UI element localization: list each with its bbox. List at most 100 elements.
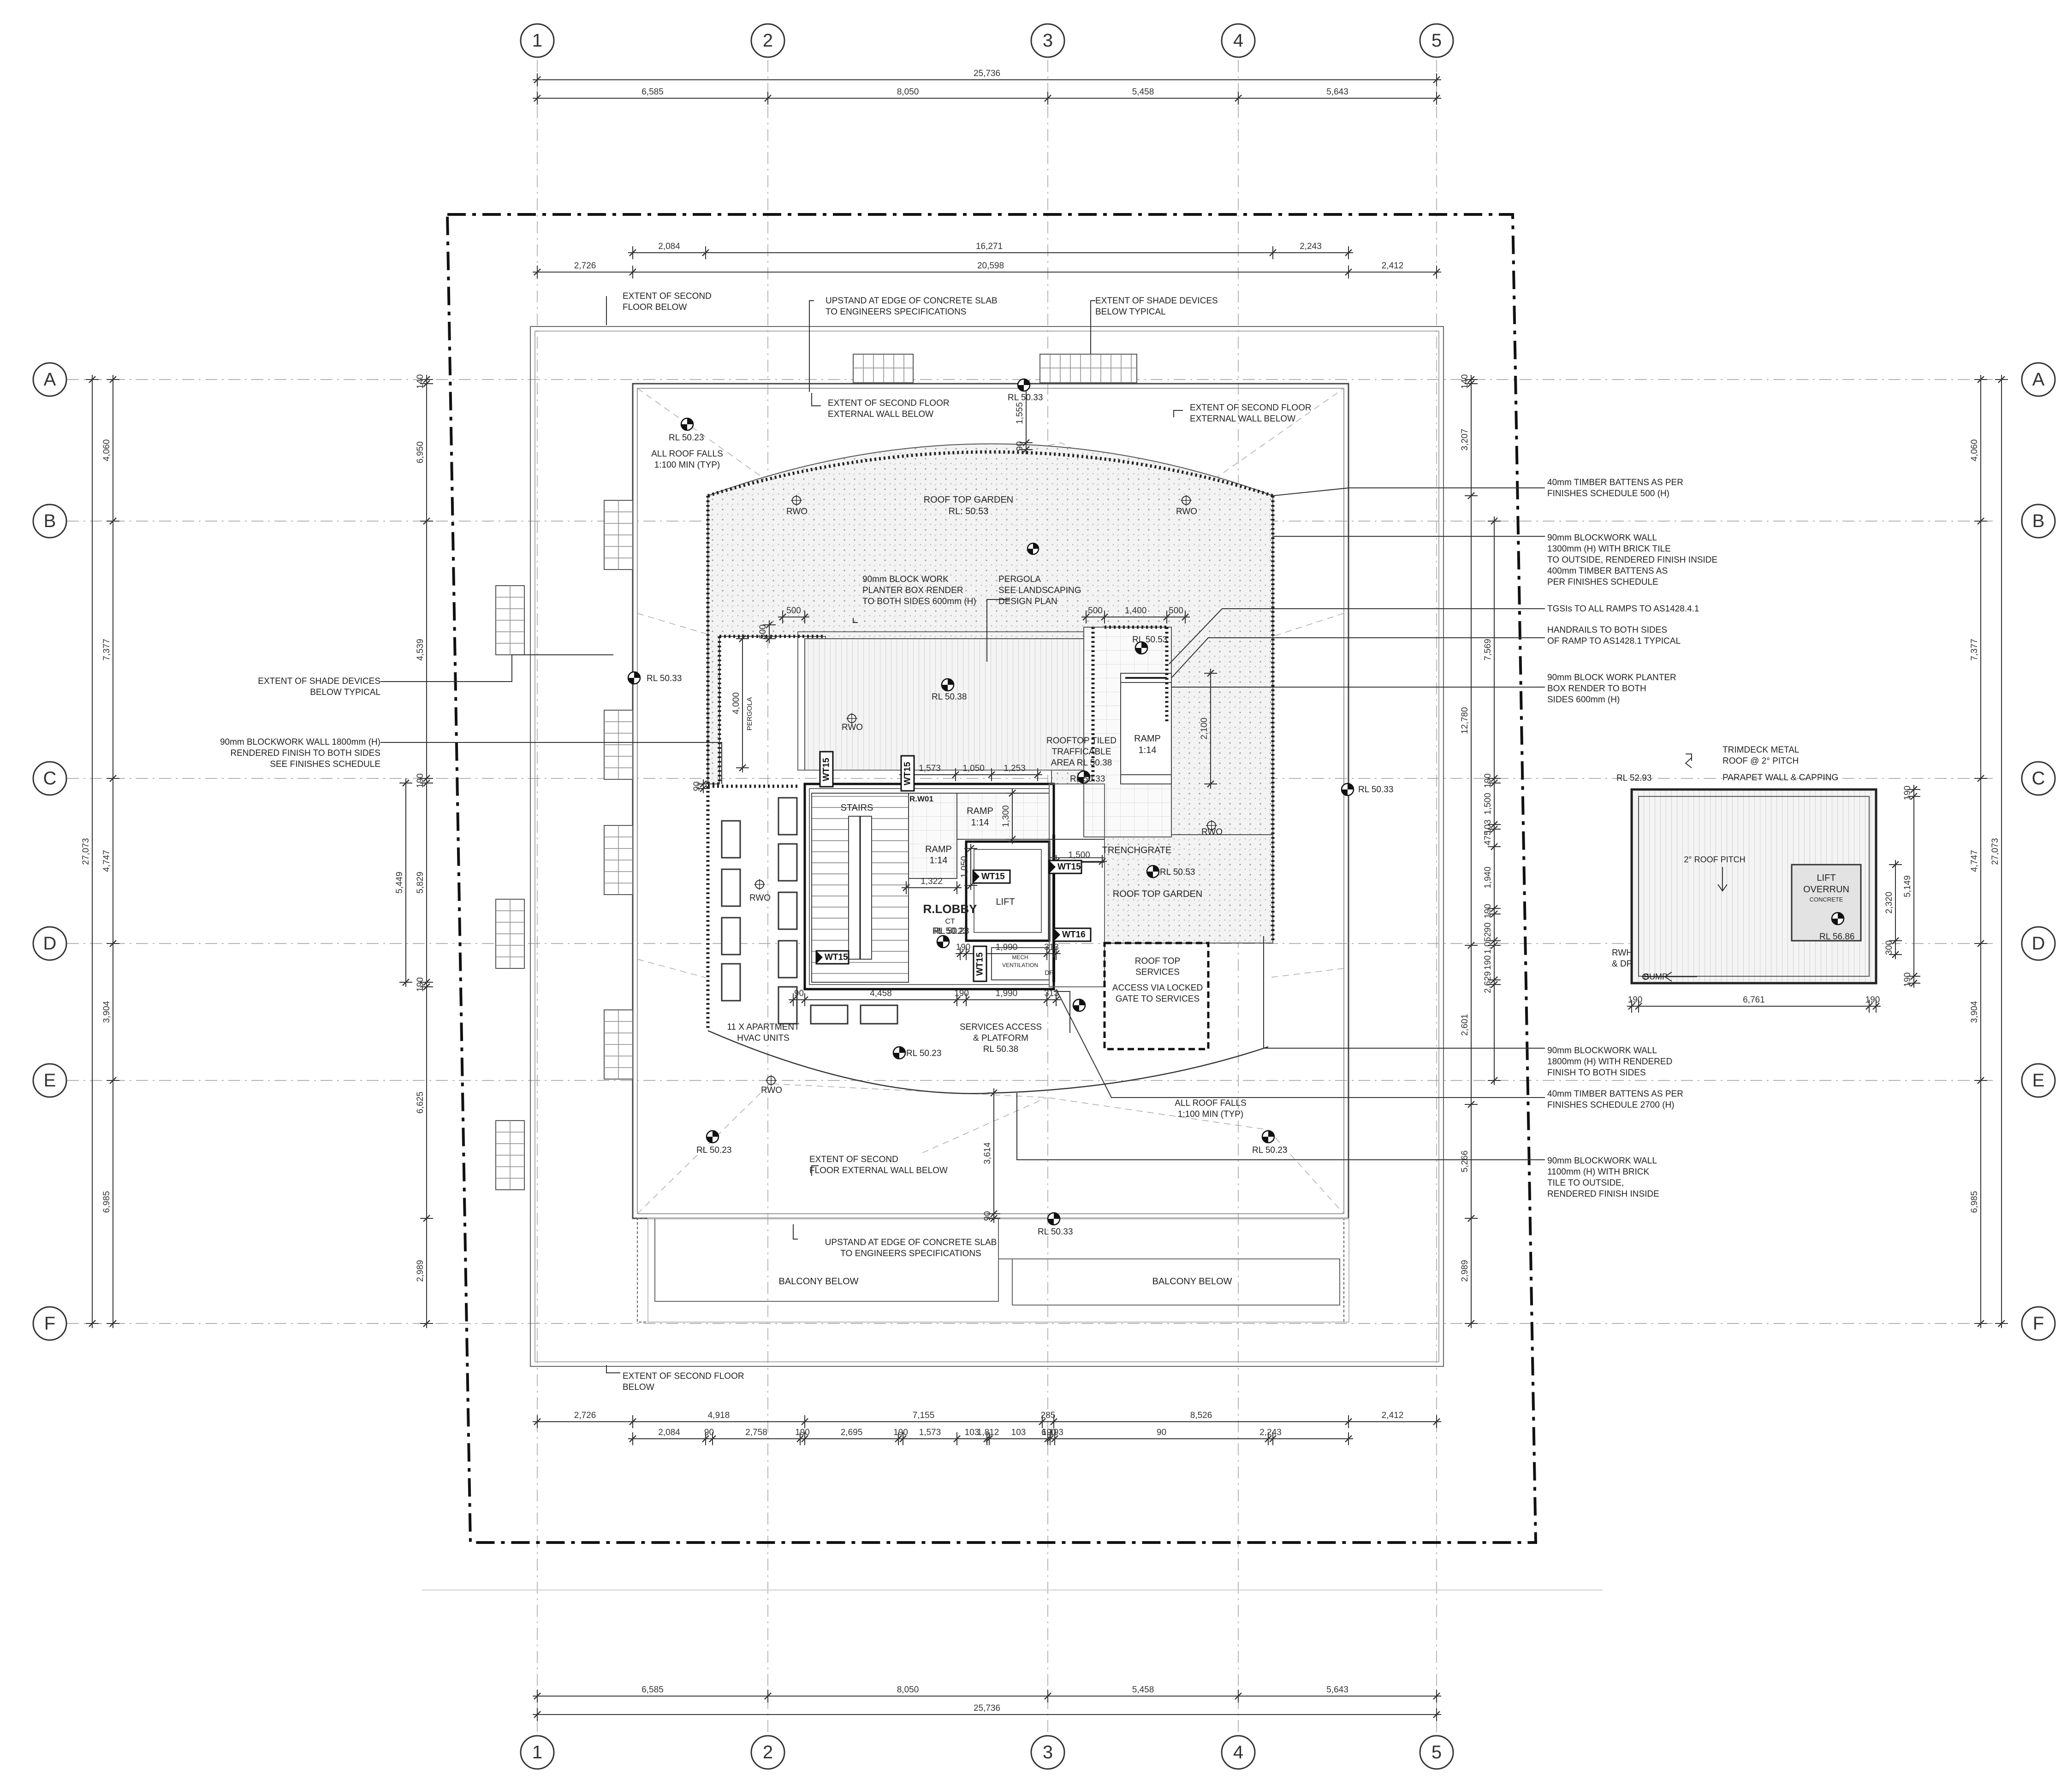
dimension-value: 2,726 [574, 1411, 596, 1420]
dimension-value: 90 [983, 1211, 992, 1221]
shade-devices [495, 500, 633, 1190]
level-marker: RL 50.23 [1252, 1130, 1287, 1155]
planter-wall-curve [707, 450, 1274, 498]
dimension-value: 190 [1042, 1428, 1057, 1437]
dimension-value: 1,253 [1004, 764, 1026, 773]
level-value: RL 50.33 [1008, 393, 1043, 403]
grid-bubble-label: A [44, 369, 56, 390]
label-lobby_rl: RL 50.23 [933, 926, 968, 936]
note-line: & DP [1612, 959, 1632, 969]
dimension-value: 1,940 [1483, 866, 1493, 889]
note-line: RENDERED FINISH TO BOTH SIDES [230, 748, 380, 758]
lift-overrun-plan [1630, 788, 1877, 985]
dimension-value: 190 [1483, 773, 1493, 788]
level-value: RL 50.23 [934, 926, 969, 936]
note-line: 1100mm (H) WITH BRICK [1547, 1167, 1650, 1177]
dim-core-1: 1,300 [1001, 789, 1019, 844]
mech-ventilation-box [991, 947, 1050, 980]
dimension-value: 2,243 [1259, 1428, 1282, 1437]
dimension-value: 500 [1169, 606, 1183, 616]
dimension-value: 27,073 [81, 838, 91, 865]
tag-label: WT15 [1057, 862, 1081, 872]
grid-bubble-col-3-bottom: 3 [1030, 1735, 1065, 1770]
note-line: ROOF TOP [1135, 956, 1181, 966]
dimension-value: 6,950 [416, 441, 425, 463]
grid-bubble-row-B-right: B [2021, 504, 2056, 539]
level-value: RL 50.33 [647, 674, 682, 683]
dim-pergola-1: 500 [778, 606, 809, 623]
level-value: RL 52.93 [1616, 773, 1651, 783]
dimension-value: 190 [893, 1428, 908, 1437]
level-marker: RL 50.53 [1132, 635, 1167, 655]
level-value: RL 50.23 [669, 433, 704, 443]
level-value: RL 50.38 [932, 692, 967, 702]
note-line: TGSIs TO ALL RAMPS TO AS1428.4.1 [1547, 604, 1699, 614]
dimension-value: 3,207 [1460, 429, 1470, 451]
label-ramp_a_grade: 1:14 [971, 818, 989, 828]
dimension-value: 90 [1483, 922, 1493, 932]
note-line: 1:100 MIN (TYP) [1178, 1110, 1244, 1119]
note-line: SERVICES [1135, 967, 1180, 977]
grid-bubble-row-A-left: A [32, 362, 67, 397]
dimension-value: 20,598 [977, 261, 1004, 271]
label-concrete: CONCRETE [1810, 896, 1843, 903]
dimension-value: 3,904 [1970, 1001, 1979, 1023]
grid-bubble-row-D-left: D [32, 926, 67, 961]
grid-bubble-col-4-bottom: 4 [1221, 1735, 1256, 1770]
dim-core-8: 90 [692, 779, 710, 793]
dimension-value: 2,989 [1460, 1260, 1470, 1282]
dimension-value: 90 [704, 1428, 714, 1437]
grid-bubble-label: C [43, 768, 57, 789]
dim-bottom-overall: 25,736 [533, 1703, 1441, 1721]
dimension-value: 2,412 [1382, 261, 1404, 271]
wt-tag-vertical: WT15 [973, 945, 987, 982]
level-value: RL 50.33 [1038, 1227, 1073, 1237]
note-line: 90mm BLOCKWORK WALL [1547, 1156, 1657, 1166]
dimension-value: 1,300 [1001, 805, 1011, 827]
tag-label: WT15 [903, 762, 913, 785]
dimension-value: 4,060 [1970, 439, 1979, 462]
note-line: HVAC UNITS [737, 1033, 790, 1043]
level-marker: RL 50.23 [934, 926, 969, 949]
note-line: PERGOLA [998, 575, 1041, 584]
grid-bubble-col-3-top: 3 [1030, 23, 1065, 58]
dimension-value: 5,458 [1132, 1685, 1154, 1695]
level-value: RL 50.53 [1132, 635, 1167, 645]
dimension-value: 6,193 [1041, 1428, 1063, 1437]
grid-bubble-label: D [43, 933, 57, 954]
note-line: BELOW TYPICAL [1095, 307, 1166, 317]
grid-bubble-row-F-right: F [2021, 1306, 2056, 1341]
dimension-value: 2,412 [1382, 1411, 1404, 1420]
label-roof_garden_top_rl: RL: 50.53 [949, 506, 989, 516]
note-line: TILE TO OUTSIDE, [1547, 1178, 1624, 1188]
dimension-value: 190 [795, 1428, 810, 1437]
note-line: RENDERED FINISH INSIDE [1547, 1189, 1659, 1199]
grid-bubble-row-E-right: E [2021, 1063, 2056, 1098]
dimension-value: 2,084 [658, 242, 680, 251]
note-line: & PLATFORM [973, 1033, 1028, 1043]
lift-shaft [965, 840, 1051, 942]
level-value: RL 50.23 [1252, 1145, 1287, 1155]
grid-bubble-row-D-right: D [2021, 926, 2056, 961]
dimension-value: 4,000 [731, 692, 741, 714]
grid-bubble-label: D [2032, 933, 2045, 954]
dimension-value: 4,747 [1970, 850, 1979, 872]
note-line: EXTENT OF SHADE DEVICES [1095, 296, 1218, 306]
grid-bubble-row-A-right: A [2021, 362, 2056, 397]
dim-right-overall: 27,073 [1990, 375, 2008, 1328]
dimension-value: 4,539 [416, 639, 425, 661]
level-marker: RL 50.23 [696, 1130, 731, 1155]
dimension-value: 1,322 [921, 877, 943, 886]
grid-bubble-label: 4 [1233, 1742, 1243, 1762]
label-roof_garden_top: ROOF TOP GARDEN [924, 495, 1013, 505]
note-line: RWH [1612, 948, 1633, 958]
note-line: BOX RENDER TO BOTH [1547, 684, 1646, 694]
note-line: TO BOTH SIDES 600mm (H) [862, 597, 976, 606]
